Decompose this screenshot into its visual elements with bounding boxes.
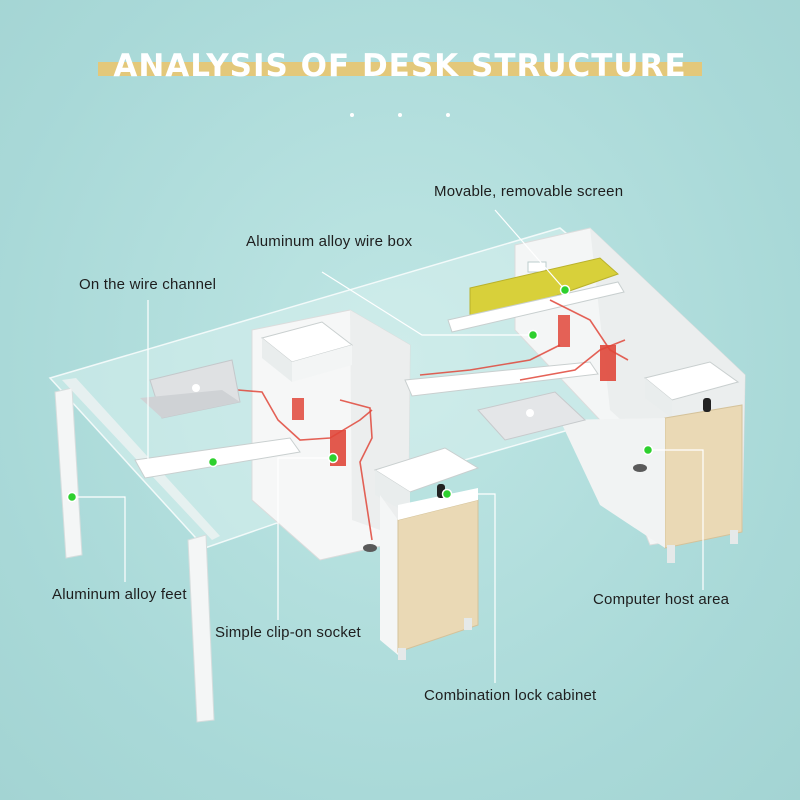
center-cabinet-side (380, 495, 398, 655)
right-cabinet-foot (667, 545, 675, 563)
marker-feet (66, 491, 78, 503)
label-host-area: Computer host area (593, 591, 730, 608)
wire-channel-right (404, 361, 599, 397)
label-clip-socket: Simple clip-on socket (215, 624, 361, 641)
wire-channel-left (134, 437, 301, 479)
marker-socket (327, 452, 339, 464)
screen-bracket (527, 261, 547, 273)
title-underline-bar (98, 62, 702, 76)
left-leg-front (187, 534, 215, 723)
left-leg-back (54, 387, 83, 559)
page-title: ANALYSIS OF DESK STRUCTURE (113, 48, 687, 84)
marker-screen (559, 284, 571, 296)
wire-box-left-side (292, 345, 352, 382)
apple-logo-icon (192, 384, 200, 392)
clip-socket-right (558, 315, 570, 347)
marker-cabinet (441, 488, 453, 500)
leader-lines (72, 209, 704, 683)
leader-socket (277, 457, 333, 620)
leader-feet (72, 496, 126, 582)
laptop-right (477, 391, 587, 441)
marker-host (642, 444, 654, 456)
center-wire-box (373, 447, 480, 493)
marker-wire-box (527, 329, 539, 341)
leader-wire-box (321, 271, 533, 336)
cables (237, 299, 629, 541)
markers (66, 284, 654, 503)
clip-socket-right-2 (600, 345, 616, 381)
screen-rail (447, 281, 625, 333)
center-cabinet-foot-2 (464, 618, 472, 630)
label-wire-box: Aluminum alloy wire box (246, 233, 413, 250)
label-aluminum-feet: Aluminum alloy feet (52, 586, 187, 603)
leader-host (648, 449, 704, 590)
label-movable-screen: Movable, removable screen (434, 183, 624, 200)
center-cabinet-foot (398, 648, 406, 660)
wire-box-right (643, 361, 740, 401)
label-lock-cabinet: Combination lock cabinet (424, 687, 597, 704)
right-cabinet-foot-2 (730, 530, 738, 544)
right-cabinet-lock (703, 398, 711, 412)
middle-wall (560, 418, 665, 548)
grommet-center (363, 544, 377, 552)
center-wire-box-front (375, 470, 410, 515)
center-cabinet-top (398, 488, 478, 520)
leader-wire-channel (147, 300, 213, 463)
apple-logo-icon-2 (526, 409, 534, 417)
title-dots (0, 104, 800, 122)
grommet-right (633, 464, 647, 472)
wire-box-right-front (645, 378, 672, 418)
marker-wire-channel (207, 456, 219, 468)
wire-box-left-front (262, 338, 292, 382)
leader-screen (494, 209, 566, 291)
label-wire-channel: On the wire channel (79, 276, 217, 293)
laptop-left (140, 359, 241, 419)
leader-cabinet (447, 493, 496, 683)
clip-socket-left (292, 398, 304, 420)
